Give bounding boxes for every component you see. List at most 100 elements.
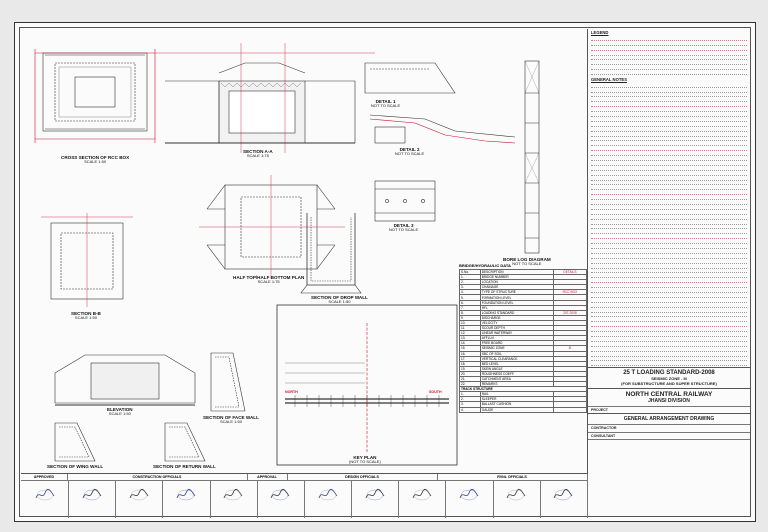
signature-mark bbox=[129, 488, 149, 501]
note-line bbox=[591, 299, 747, 303]
note-line bbox=[591, 127, 747, 132]
note-line bbox=[591, 103, 747, 108]
consultant-row: CONSULTANT bbox=[588, 431, 750, 439]
note-line bbox=[591, 157, 747, 161]
note-line bbox=[591, 88, 747, 93]
note-line bbox=[591, 132, 747, 137]
signature-cell bbox=[304, 480, 353, 518]
key-plan-drawing bbox=[276, 304, 458, 466]
signature-mark bbox=[365, 488, 385, 501]
wing-wall-drawing bbox=[54, 422, 96, 462]
legend-lines bbox=[588, 37, 750, 76]
note-line bbox=[591, 308, 747, 313]
section-bb-drawing bbox=[41, 213, 133, 307]
half-plan-drawing bbox=[199, 175, 345, 279]
title-block: LEGEND GENERAL NOTES 25 T LOADING STANDA… bbox=[587, 29, 750, 517]
legend-line bbox=[591, 71, 747, 76]
drawing-area bbox=[34, 43, 540, 466]
signature-mark bbox=[554, 488, 573, 501]
note-line bbox=[591, 294, 747, 298]
note-line bbox=[591, 240, 747, 245]
note-line bbox=[591, 122, 747, 127]
note-line bbox=[591, 318, 747, 323]
signature-mark bbox=[506, 488, 526, 501]
signature-mark bbox=[82, 488, 102, 501]
project-row: PROJECT bbox=[588, 405, 750, 413]
legend-line bbox=[591, 56, 747, 61]
elevation-drawing bbox=[54, 354, 196, 406]
contractor-label: CONTRACTOR bbox=[591, 426, 617, 431]
division-name: JHANSI DIVISION bbox=[648, 397, 690, 404]
bridge-table: S.No. DESCRIPTION DETAILS 1.BRIDGE NUMBE… bbox=[459, 268, 588, 413]
loading-standard-title: 25 T LOADING STANDARD-2008 bbox=[623, 369, 715, 376]
legend-line bbox=[591, 51, 747, 56]
note-line bbox=[591, 83, 747, 88]
table-cell bbox=[552, 406, 588, 413]
signature-cell bbox=[493, 480, 541, 518]
signature-mark bbox=[412, 488, 432, 501]
note-line bbox=[591, 176, 747, 181]
note-line bbox=[591, 225, 747, 230]
legend-line bbox=[591, 46, 747, 51]
note-line bbox=[591, 201, 747, 205]
note-line bbox=[591, 215, 747, 220]
note-line bbox=[591, 279, 747, 284]
face-wall-drawing bbox=[210, 352, 246, 412]
section-aa-drawing bbox=[155, 43, 375, 153]
seismic-zone: SEISMIC ZONE - III bbox=[651, 375, 687, 381]
sheet-border bbox=[19, 27, 751, 517]
table-cell: GAUGE bbox=[479, 406, 554, 413]
project-label: PROJECT bbox=[591, 407, 608, 412]
drawing-title-block: GENERAL ARRANGEMENT DRAWING bbox=[588, 413, 750, 424]
note-line bbox=[591, 264, 747, 269]
signature-cell bbox=[68, 480, 117, 518]
note-line bbox=[591, 313, 747, 318]
table-cell: 4. bbox=[459, 406, 481, 413]
legend-line bbox=[591, 37, 747, 41]
note-line bbox=[591, 303, 747, 308]
note-line bbox=[591, 166, 747, 171]
note-line bbox=[591, 230, 747, 235]
contractor-row: CONTRACTOR bbox=[588, 424, 750, 431]
detail2-drawing bbox=[369, 114, 516, 144]
signature-mark bbox=[318, 488, 337, 501]
note-line bbox=[591, 338, 747, 342]
note-line bbox=[591, 206, 747, 210]
approval-header: APPROVAL bbox=[247, 474, 288, 481]
note-line bbox=[591, 113, 747, 117]
note-line bbox=[591, 142, 747, 147]
bore-log-drawing bbox=[524, 60, 540, 254]
note-line bbox=[591, 152, 747, 157]
note-line bbox=[591, 323, 747, 328]
note-line bbox=[591, 162, 747, 166]
note-line bbox=[591, 362, 747, 367]
signature-cell bbox=[446, 480, 494, 518]
signature-cell bbox=[540, 480, 588, 518]
approval-strip: APPROVED CONSTRUCTION OFFICIALS APPROVAL… bbox=[21, 473, 588, 518]
drop-wall-drawing bbox=[300, 213, 362, 294]
railway-name: NORTH CENTRAL RAILWAY bbox=[625, 390, 713, 398]
note-line bbox=[591, 254, 747, 259]
detail1-drawing bbox=[364, 62, 456, 94]
key-plan-left-label: NORTH bbox=[285, 390, 298, 394]
approval-header: RVNL OFFICIALS bbox=[437, 474, 588, 481]
signature-cell bbox=[398, 480, 447, 518]
note-line bbox=[591, 186, 747, 191]
note-line bbox=[591, 357, 747, 362]
signature-mark bbox=[176, 488, 196, 501]
signature-cell bbox=[351, 480, 400, 518]
note-line bbox=[591, 118, 747, 122]
signature-mark bbox=[271, 488, 290, 501]
wing-wall-label: SECTION OF WING WALL bbox=[47, 464, 104, 469]
key-plan-right-label: SOUTH bbox=[429, 390, 442, 394]
note-line bbox=[591, 171, 747, 176]
